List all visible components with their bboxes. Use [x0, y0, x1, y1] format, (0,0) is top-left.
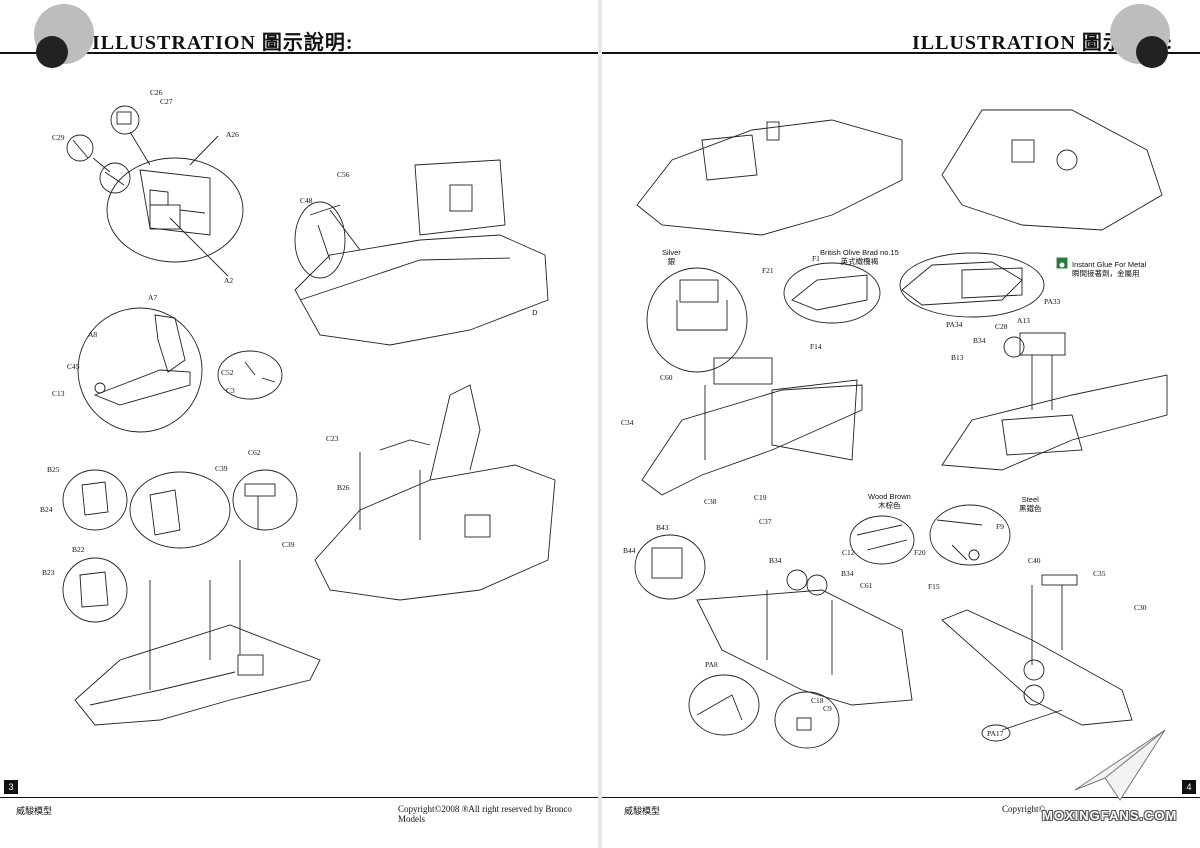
part-label-c62: C62	[248, 448, 261, 457]
right-header-title: ILLUSTRATION 圖示說明:	[912, 32, 1174, 54]
right-page-circles-logo	[1110, 4, 1170, 68]
wood-brown-note-zh: 木棕色	[878, 501, 901, 510]
part-label-c30: C30	[1134, 603, 1147, 612]
part-label-b34-a: B34	[973, 336, 986, 345]
right-page: ILLUSTRATION 圖示說明:	[602, 0, 1200, 848]
instant-glue-note: Instant Glue For Metal 瞬間接著劑，金屬用	[1072, 260, 1146, 278]
part-label-pa17: PA17	[987, 729, 1004, 738]
right-header-rule	[602, 52, 1200, 54]
part-label-pa8: PA8	[705, 660, 718, 669]
part-label-b34-c: B34	[841, 569, 854, 578]
part-label-c13: C13	[52, 389, 65, 398]
part-label-b13: B13	[951, 353, 964, 362]
left-header-title: ILLUSTRATION 圖示說明:	[92, 32, 354, 54]
part-label-c39-b: C39	[282, 540, 295, 549]
part-label-a26: A26	[226, 130, 239, 139]
part-label-c23: C23	[326, 434, 339, 443]
silver-note-en: Silver	[662, 248, 681, 257]
part-label-c37: C37	[759, 517, 772, 526]
part-label-b26: B26	[337, 483, 350, 492]
part-label-c9: C9	[823, 704, 832, 713]
part-label-c29: C29	[52, 133, 65, 142]
right-assembly-drawings	[634, 109, 1168, 749]
part-label-c52: C52	[221, 368, 234, 377]
part-label-c26: C26	[150, 88, 163, 97]
part-label-c3: C3	[226, 386, 235, 395]
right-footer-rule	[602, 797, 1200, 798]
part-label-b23: B23	[42, 568, 55, 577]
part-label-c48: C48	[300, 196, 313, 205]
part-label-c19: C19	[754, 493, 767, 502]
left-assembly-drawings	[62, 105, 556, 726]
part-label-b34-b: B34	[769, 556, 782, 565]
part-label-c39-a: C39	[215, 464, 228, 473]
part-label-a13: A13	[1017, 316, 1030, 325]
part-label-c56: C56	[337, 170, 350, 179]
part-label-c38: C38	[704, 497, 717, 506]
watermark-text: MOXINGFANS.COM	[1042, 808, 1178, 823]
part-label-pa34: PA34	[946, 320, 963, 329]
part-label-c40: C40	[1028, 556, 1041, 565]
part-label-c18: C18	[811, 696, 824, 705]
part-label-b44: B44	[623, 546, 636, 555]
part-label-f21: F21	[762, 266, 774, 275]
right-page-number: 4	[1182, 780, 1196, 794]
steel-note-en: Steel	[1021, 495, 1039, 504]
part-label-f9: F9	[996, 522, 1004, 531]
british-olive-note: British Olive Brad no.15 英式橄欖褐	[820, 248, 899, 266]
wood-brown-note: Wood Brown 木棕色	[868, 492, 911, 510]
silver-note-zh: 銀	[667, 257, 676, 266]
part-label-b22: B22	[72, 545, 85, 554]
part-label-c60: C60	[660, 373, 673, 382]
part-label-c35: C35	[1093, 569, 1106, 578]
silver-note: Silver 銀	[662, 248, 681, 266]
part-label-a8: A8	[88, 330, 98, 339]
instant-glue-note-en: Instant Glue For Metal	[1072, 260, 1147, 269]
left-page-circles-logo	[34, 4, 94, 68]
part-label-c12: C12	[842, 548, 855, 557]
part-label-pa33: PA33	[1044, 297, 1061, 306]
left-footer-copyright: Copyright©2008 ®All right reserved by Br…	[398, 804, 572, 824]
left-footer-brand: 威駿模型	[16, 806, 53, 816]
part-label-a2: A2	[224, 276, 234, 285]
part-label-d: D	[532, 308, 538, 317]
steel-note-zh: 黑鐵色	[1019, 504, 1042, 513]
part-label-c45: C45	[67, 362, 80, 371]
part-label-b25: B25	[47, 465, 60, 474]
part-label-b43: B43	[656, 523, 669, 532]
page-gutter	[598, 0, 602, 848]
left-page-number: 3	[4, 780, 18, 794]
part-label-c34: C34	[621, 418, 634, 427]
part-label-f20: F20	[914, 548, 926, 557]
part-label-a7: A7	[148, 293, 158, 302]
part-label-c27: C27	[160, 97, 173, 106]
steel-note: Steel 黑鐵色	[1019, 495, 1042, 513]
part-label-f14: F14	[810, 342, 822, 351]
part-label-c28: C28	[995, 322, 1008, 331]
right-footer-copyright: Copyright©	[1002, 804, 1046, 814]
instant-glue-note-zh: 瞬間接著劑，金屬用	[1072, 269, 1140, 278]
left-footer-rule	[0, 797, 598, 798]
part-label-c61: C61	[860, 581, 873, 590]
right-footer-brand: 威駿模型	[624, 806, 661, 816]
part-label-f1: F1	[812, 254, 820, 263]
british-olive-note-zh: 英式橄欖褐	[840, 257, 879, 266]
part-label-f15: F15	[928, 582, 940, 591]
wood-brown-note-en: Wood Brown	[868, 492, 911, 501]
left-page: ILLUSTRATION 圖示說明:	[0, 0, 598, 848]
part-label-b24: B24	[40, 505, 53, 514]
british-olive-note-en: British Olive Brad no.15	[820, 248, 899, 257]
left-header-rule	[0, 52, 598, 54]
